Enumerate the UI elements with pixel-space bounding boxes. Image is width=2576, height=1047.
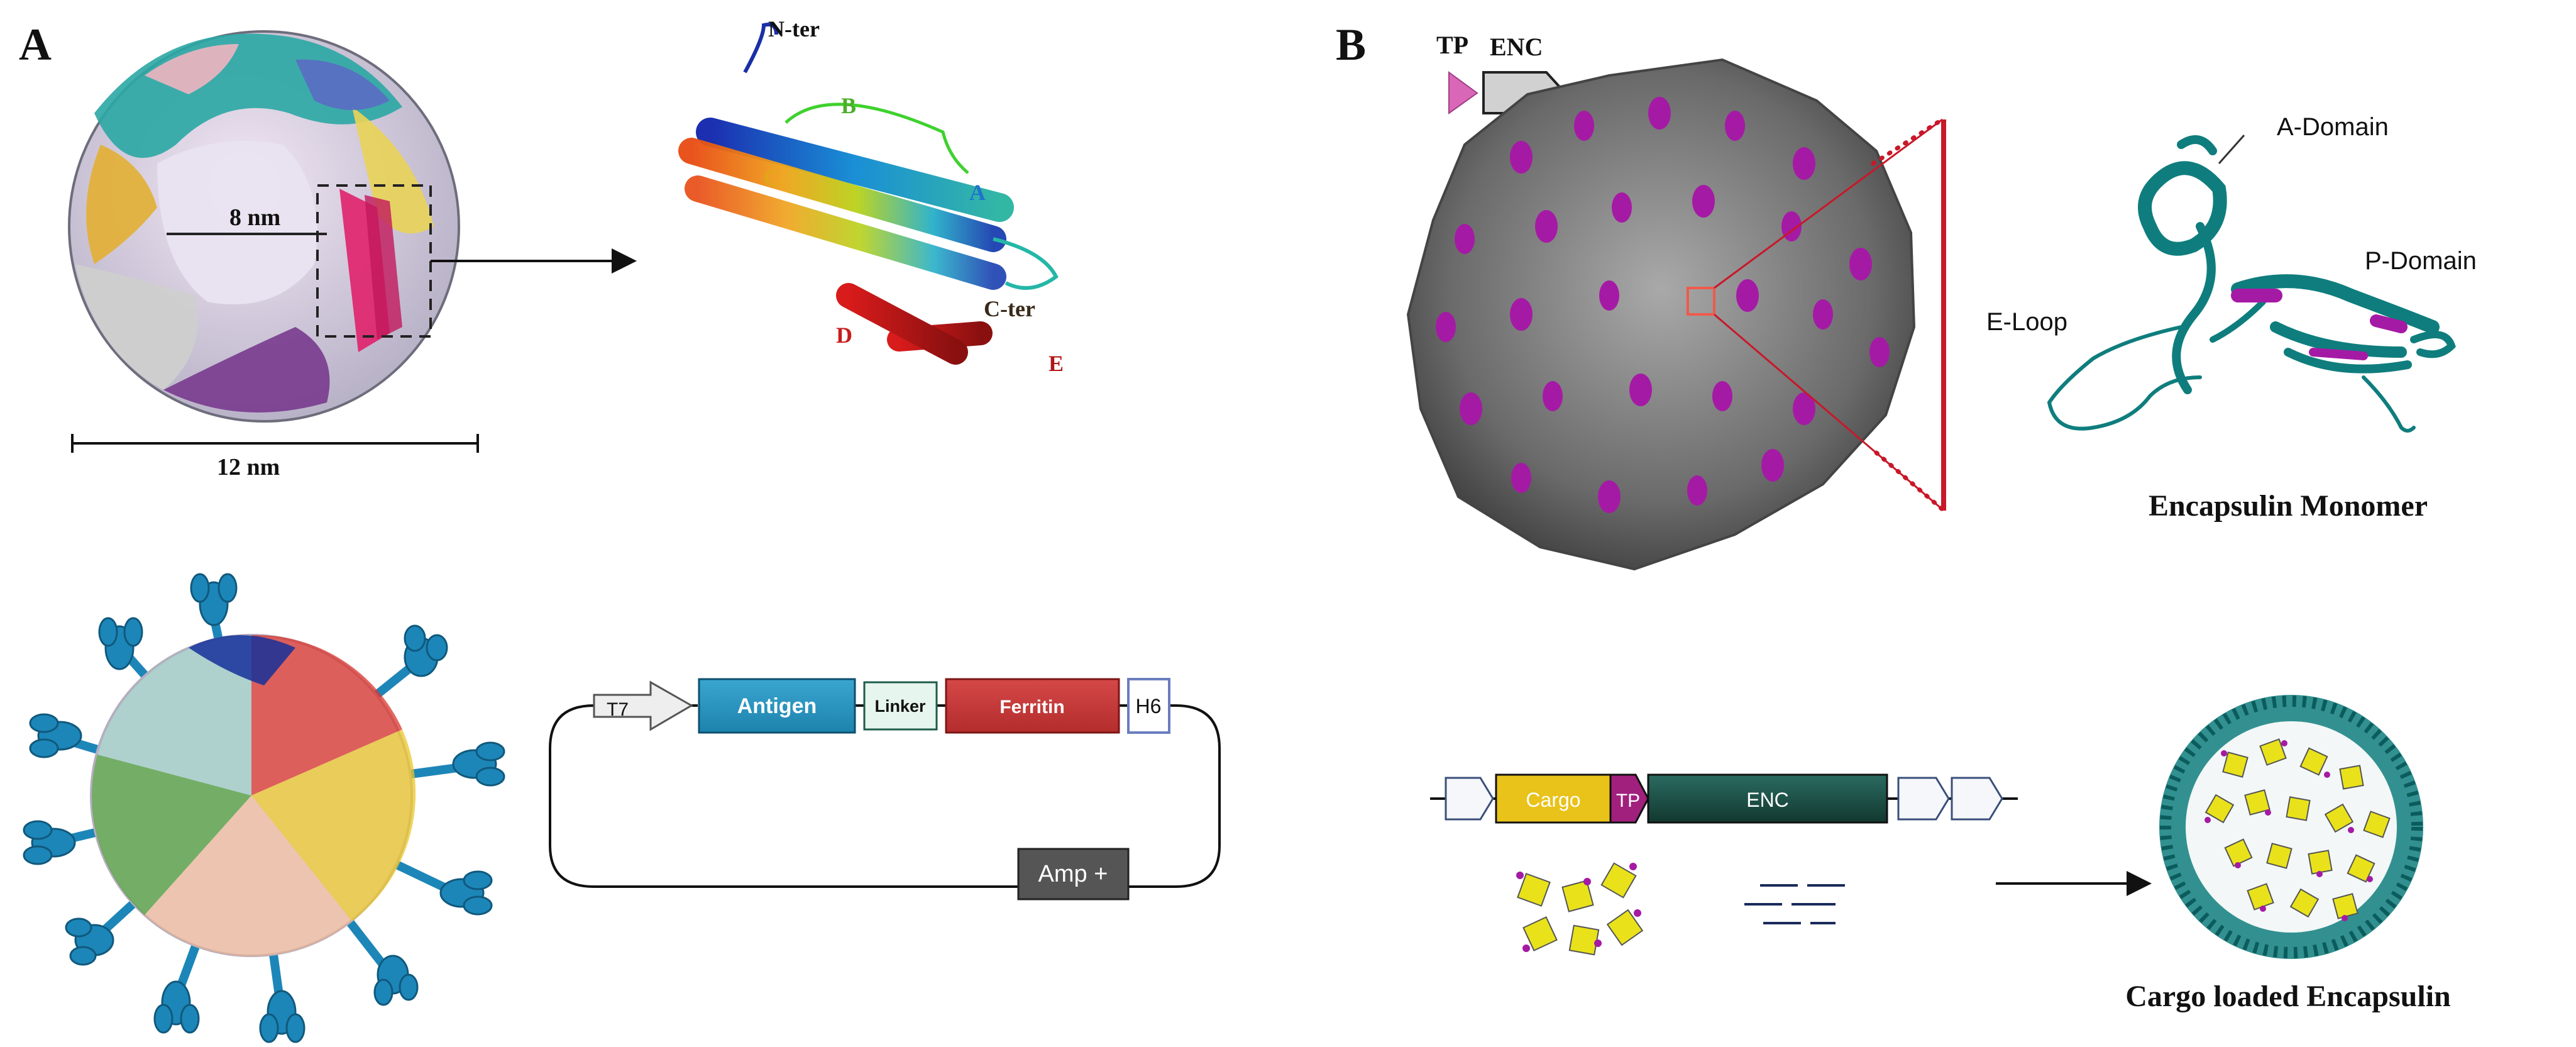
c-terminus-label: C-ter — [984, 296, 1035, 321]
antigen-label: Antigen — [737, 694, 817, 718]
tp-block — [1609, 773, 1649, 824]
ferritin-plasmid-construct: T7 Antigen Linker Ferritin H6 Amp + — [549, 678, 1221, 900]
operon-tp-label: TP — [1436, 31, 1468, 59]
a-domain-label: A-Domain — [2277, 113, 2389, 141]
e-loop-label: E-Loop — [1986, 308, 2067, 336]
amp-resistance-box — [1017, 848, 1130, 900]
ferritin-label: Ferritin — [999, 697, 1064, 717]
cargo-label: Cargo — [1526, 789, 1580, 811]
zoom-dotted-line — [1871, 117, 1945, 166]
ferritin-box — [945, 678, 1120, 734]
operon-enc-label: ENC — [1490, 33, 1543, 61]
linker-box — [863, 681, 938, 731]
cargo-loaded-encapsulin-illustration — [2159, 695, 2423, 959]
n-terminus-label: N-ter — [768, 16, 820, 42]
enc-box — [1647, 773, 1888, 824]
a-domain-pointer — [2218, 135, 2245, 164]
cargo-loaded-encapsulin-caption: Cargo loaded Encapsulin — [2125, 980, 2450, 1013]
helix-d-label: D — [836, 323, 852, 348]
enc-label: ENC — [1746, 789, 1789, 811]
operon-tp-triangle — [1448, 71, 1478, 114]
inner-diameter-label: 8 nm — [229, 204, 280, 231]
translation-dashes — [1744, 884, 1845, 924]
ferritin-nanoparticle-with-antigens — [23, 573, 505, 1043]
antigen-box — [698, 678, 856, 734]
ferritin-cage-illustration: 8 nm — [68, 30, 460, 423]
encapsulin-shell-structure — [1406, 58, 1916, 571]
his-tag-box — [1127, 678, 1170, 734]
outer-diameter-scale-bar — [71, 434, 479, 453]
linker-label: Linker — [874, 697, 926, 716]
panel-b-letter: B — [1336, 19, 1366, 70]
panel-a-letter: A — [19, 19, 52, 70]
encapsulin-monomer-ribbon — [2047, 135, 2456, 433]
p-domain-label: P-Domain — [2365, 247, 2477, 275]
cargo-protein-cluster — [1516, 862, 1644, 956]
cargo-box — [1495, 773, 1612, 824]
zoom-line-top — [1714, 118, 1943, 289]
encapsulin-monomer-caption: Encapsulin Monomer — [2149, 489, 2428, 523]
ferritin-monomer-ribbon — [678, 23, 1059, 365]
helix-b-label: B — [841, 93, 856, 118]
amp-resistance-label: Amp + — [1038, 861, 1108, 887]
helix-e-label: E — [1049, 351, 1064, 376]
helix-c-label: C — [764, 165, 780, 191]
his-tag-label: H6 — [1136, 695, 1162, 717]
promoter-t7-label: T7 — [607, 699, 629, 720]
outer-diameter-label: 12 nm — [217, 454, 280, 480]
tp-label: TP — [1616, 790, 1640, 811]
helix-a-label: A — [969, 180, 986, 205]
cargo-encapsulin-construct: Cargo TP ENC — [1430, 773, 2018, 824]
